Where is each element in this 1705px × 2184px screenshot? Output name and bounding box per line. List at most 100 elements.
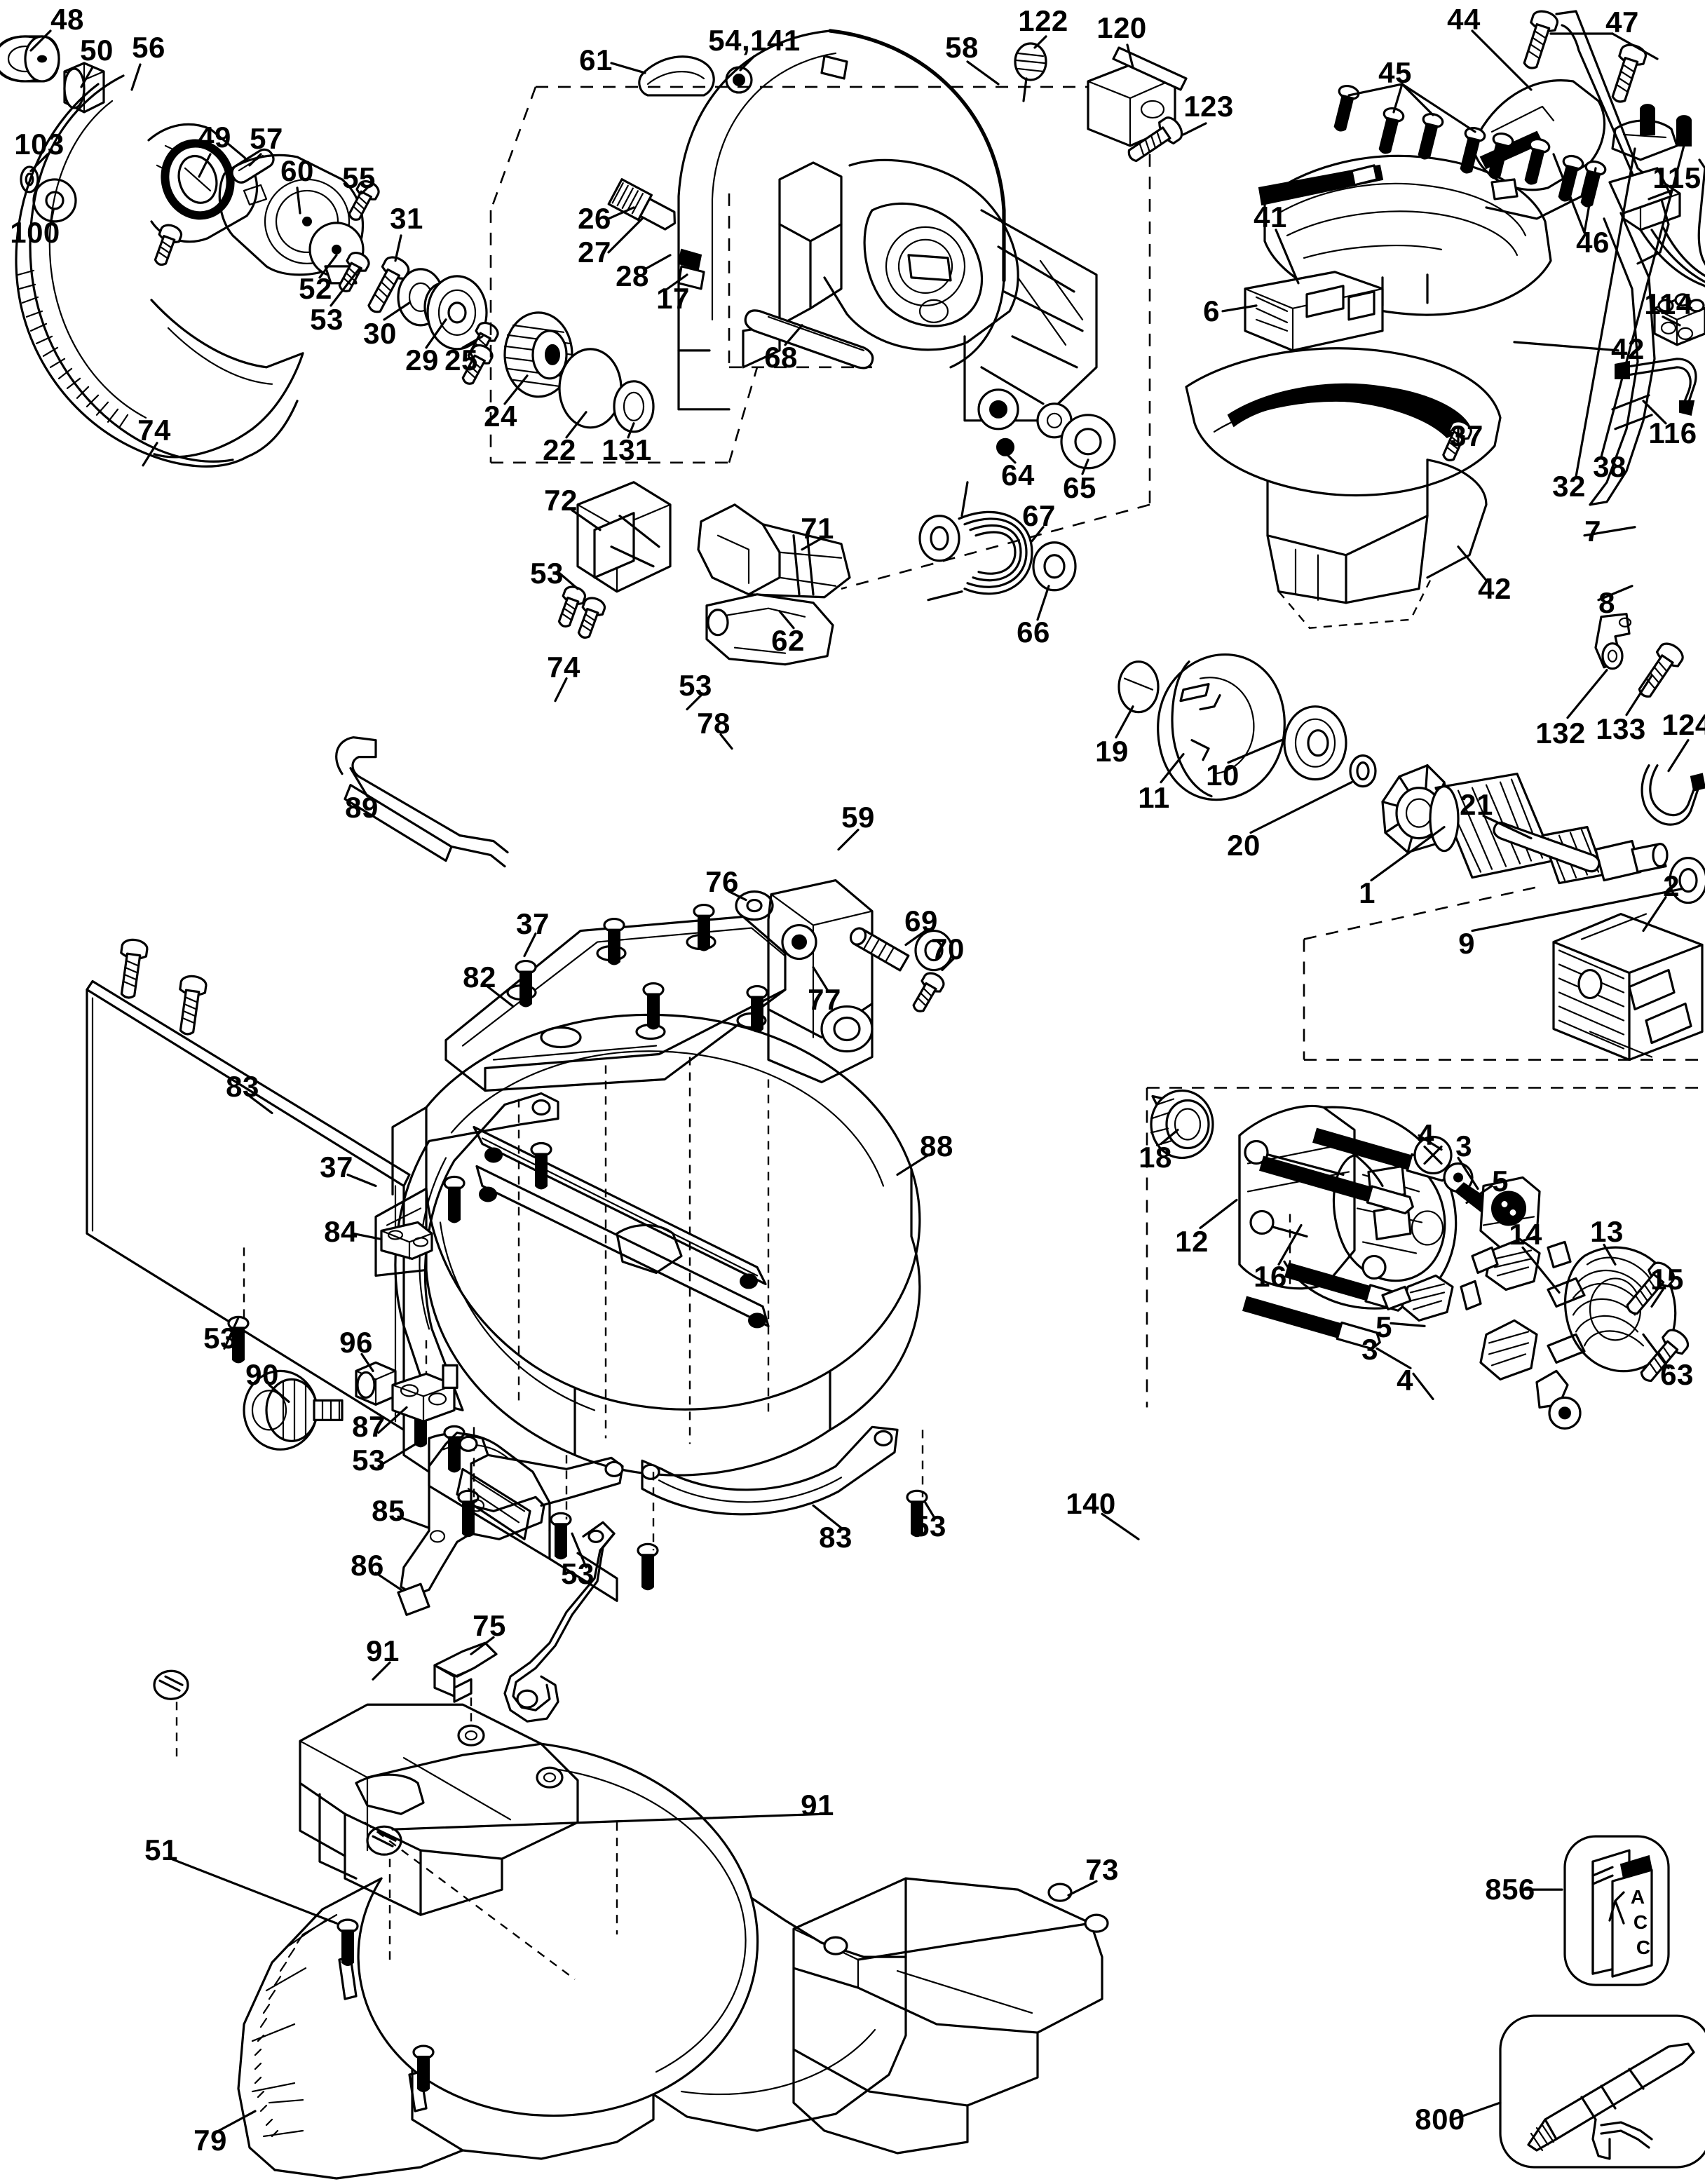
part-callout-131: 131: [602, 433, 652, 466]
part-callout-133: 133: [1596, 712, 1646, 745]
part-callout-115: 115: [1652, 161, 1701, 194]
part-callout-83: 83: [226, 1069, 259, 1103]
part-callout-71: 71: [801, 511, 834, 545]
part-callout-84: 84: [324, 1215, 358, 1249]
part-callout-62: 62: [771, 623, 805, 657]
part-callout-60: 60: [280, 154, 314, 187]
part-callout-4: 4: [1418, 1118, 1434, 1152]
part-callout-12: 12: [1175, 1225, 1209, 1259]
part-callout-53: 53: [530, 556, 564, 590]
part-callout-47: 47: [1605, 5, 1639, 39]
part-callout-11: 11: [1138, 780, 1170, 814]
part-callout-76: 76: [705, 864, 739, 898]
part-callout-59: 59: [841, 800, 875, 834]
part-callout-79: 79: [193, 2124, 227, 2157]
part-callout-14: 14: [1509, 1218, 1542, 1252]
part-callout-49: 49: [198, 120, 231, 154]
part-callout-66: 66: [1017, 615, 1050, 649]
part-callout-53: 53: [310, 302, 344, 336]
part-callout-3: 3: [1455, 1130, 1472, 1163]
part-callout-50: 50: [80, 33, 114, 67]
part-callout-37: 37: [1450, 419, 1483, 452]
svg-text:C: C: [1633, 1911, 1648, 1933]
group-accessory-insets: A C C: [1499, 1835, 1705, 2169]
part-callout-89: 89: [345, 790, 379, 824]
part-callout-55: 55: [342, 161, 376, 194]
part-callout-42: 42: [1611, 332, 1645, 365]
part-callout-56: 56: [132, 30, 165, 64]
part-callout-4: 4: [1397, 1364, 1413, 1397]
part-callout-42: 42: [1478, 571, 1512, 605]
part-callout-3: 3: [1361, 1333, 1378, 1366]
part-callout-120: 120: [1096, 11, 1147, 44]
part-callout-41: 41: [1254, 200, 1287, 233]
part-callout-16: 16: [1254, 1260, 1287, 1294]
part-callout-91: 91: [366, 1634, 400, 1668]
part-callout-54-141: 54,141: [708, 23, 801, 57]
part-callout-53: 53: [352, 1444, 386, 1477]
part-callout-5: 5: [1375, 1310, 1392, 1344]
part-callout-140: 140: [1066, 1487, 1116, 1521]
svg-text:C: C: [1636, 1937, 1650, 1958]
part-callout-17: 17: [656, 281, 690, 315]
part-callout-123: 123: [1183, 89, 1234, 123]
part-callout-28: 28: [616, 259, 649, 292]
group-turntable: [227, 736, 953, 1723]
part-callout-63: 63: [1660, 1358, 1694, 1392]
part-callout-27: 27: [578, 235, 611, 269]
group-base: [153, 1641, 1109, 2180]
part-callout-91: 91: [801, 1789, 834, 1822]
part-callout-124: 124: [1662, 707, 1705, 741]
part-callout-51: 51: [144, 1833, 178, 1867]
part-callout-53: 53: [561, 1557, 595, 1591]
part-callout-65: 65: [1063, 470, 1096, 504]
group-blade-guard: [0, 35, 655, 468]
part-callout-77: 77: [808, 982, 841, 1016]
part-callout-25: 25: [444, 343, 478, 377]
part-callout-32: 32: [1552, 469, 1586, 503]
part-callout-45: 45: [1378, 55, 1412, 89]
part-callout-70: 70: [931, 932, 965, 965]
part-callout-29: 29: [405, 343, 439, 377]
part-callout-58: 58: [945, 30, 979, 64]
part-callout-103: 103: [14, 127, 64, 161]
part-callout-856: 856: [1485, 1873, 1535, 1906]
part-callout-88: 88: [920, 1130, 953, 1163]
part-callout-86: 86: [351, 1549, 384, 1582]
part-callout-100: 100: [10, 215, 60, 249]
part-callout-57: 57: [250, 121, 283, 155]
part-callout-122: 122: [1018, 4, 1068, 37]
part-callout-114: 114: [1644, 287, 1693, 320]
part-callout-21: 21: [1460, 787, 1493, 821]
part-callout-13: 13: [1590, 1215, 1624, 1249]
part-callout-30: 30: [363, 316, 397, 350]
part-callout-46: 46: [1576, 225, 1610, 259]
part-callout-20: 20: [1227, 828, 1261, 862]
part-callout-96: 96: [339, 1326, 373, 1359]
part-callout-83: 83: [819, 1521, 853, 1554]
group-field-case: [1146, 1087, 1705, 1430]
part-callout-90: 90: [245, 1358, 279, 1392]
part-callout-1: 1: [1359, 876, 1375, 909]
part-callout-68: 68: [764, 340, 798, 374]
part-callout-67: 67: [1022, 498, 1056, 532]
part-callout-5: 5: [1492, 1165, 1509, 1198]
part-callout-19: 19: [1095, 734, 1129, 768]
part-callout-75: 75: [473, 1609, 506, 1643]
part-callout-24: 24: [484, 399, 517, 433]
part-callout-53: 53: [913, 1510, 946, 1543]
part-callout-85: 85: [372, 1494, 405, 1528]
part-callout-74: 74: [547, 650, 580, 684]
part-callout-73: 73: [1085, 1853, 1119, 1887]
part-callout-82: 82: [463, 960, 496, 993]
part-callout-15: 15: [1650, 1263, 1684, 1296]
part-callout-7: 7: [1584, 514, 1601, 548]
part-callout-116: 116: [1648, 416, 1697, 449]
wrench-140: [503, 1521, 616, 1723]
part-callout-31: 31: [390, 201, 423, 235]
part-callout-87: 87: [352, 1410, 386, 1444]
group-armature: [1118, 653, 1705, 1062]
part-callout-18: 18: [1139, 1141, 1172, 1174]
